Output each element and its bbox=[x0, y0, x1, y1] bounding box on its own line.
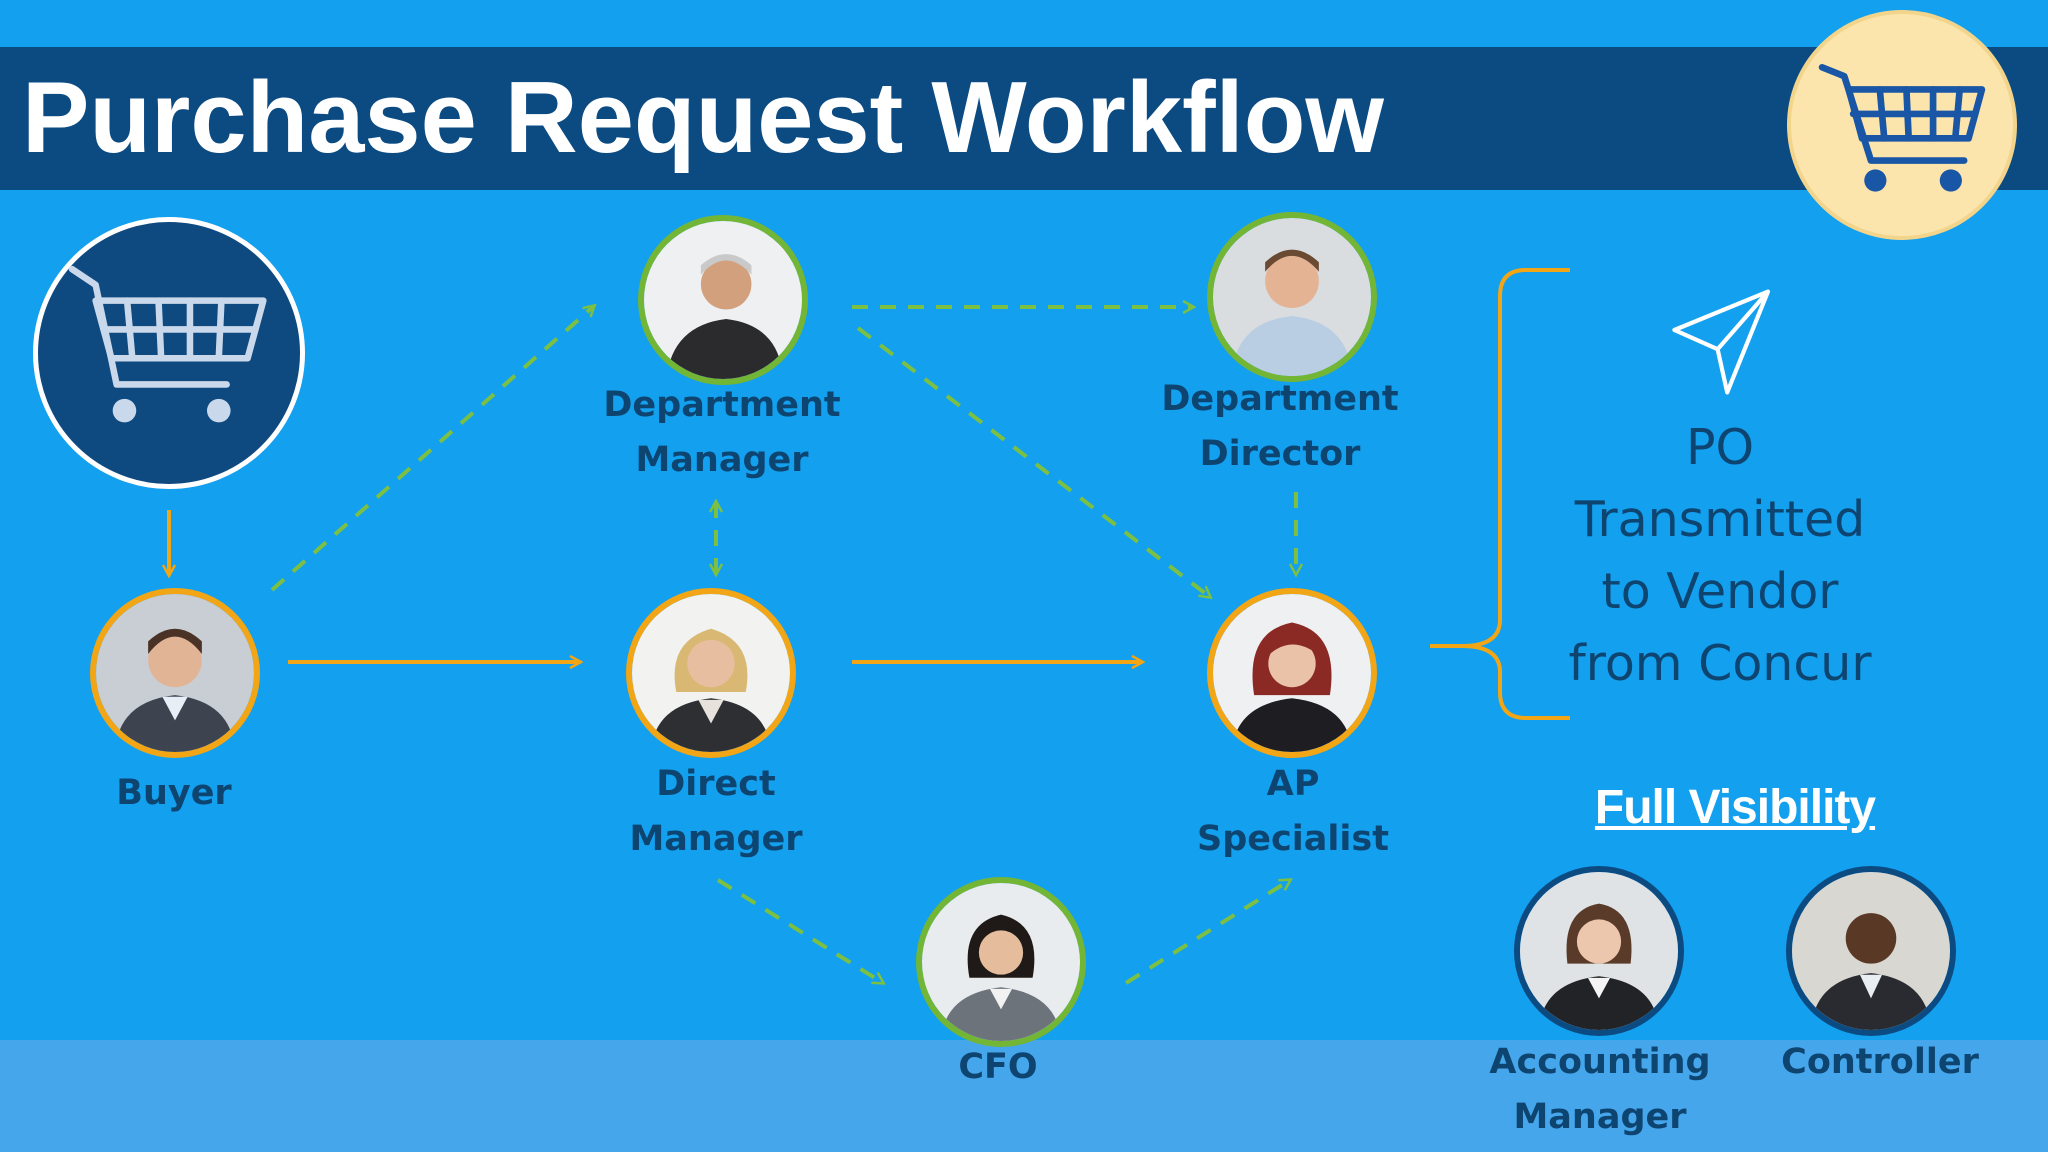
edge-department-manager-to-ap bbox=[856, 326, 1210, 597]
ap-specialist-avatar bbox=[1207, 588, 1377, 758]
direct-manager-avatar bbox=[626, 588, 796, 758]
department-director-avatar bbox=[1207, 212, 1377, 382]
title-bar bbox=[0, 47, 2048, 190]
buyer-label: Buyer bbox=[116, 773, 232, 813]
outcome-brace bbox=[1430, 268, 1570, 720]
shopping-cart-icon bbox=[68, 265, 267, 423]
shopping-cart-icon bbox=[1818, 63, 1986, 192]
controller-label: Controller bbox=[1781, 1042, 1979, 1082]
edge-cfo-to-ap bbox=[1124, 880, 1290, 985]
buyer-avatar bbox=[90, 588, 260, 758]
edge-buyer-to-department-manager bbox=[270, 306, 594, 592]
page-title: Purchase Request Workflow bbox=[22, 62, 1384, 174]
cart-badge bbox=[1787, 10, 2017, 240]
cfo-label: CFO bbox=[958, 1047, 1038, 1087]
full-visibility-heading: Full Visibility bbox=[1594, 781, 1876, 834]
cfo-avatar bbox=[916, 877, 1086, 1047]
paper-plane-icon bbox=[1660, 282, 1780, 402]
edge-direct-manager-to-cfo bbox=[716, 878, 883, 983]
accounting-manager-avatar bbox=[1514, 866, 1684, 1036]
footer-band bbox=[0, 1040, 2048, 1152]
po-transmitted-text: PO Transmitted to Vendor from Concur bbox=[1568, 419, 1872, 692]
department-manager-avatar bbox=[638, 215, 808, 385]
controller-avatar bbox=[1786, 866, 1956, 1036]
cart-start-node bbox=[33, 217, 305, 489]
